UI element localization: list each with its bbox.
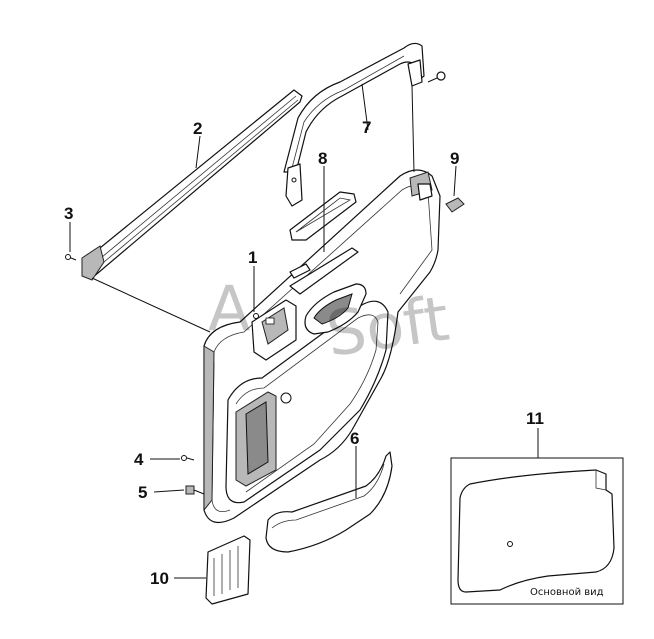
callout-10: 10: [150, 569, 169, 588]
part-6-armrest: [265, 451, 393, 553]
callout-9: 9: [450, 149, 459, 168]
part-9-cap: [445, 197, 465, 213]
inset-main-view: Основной вид: [450, 457, 624, 605]
callout-3: 3: [64, 204, 73, 223]
leader-lines: [69, 83, 539, 579]
watermark-text-a: A: [208, 272, 250, 345]
callout-4: 4: [134, 450, 144, 469]
callouts: 2 3 1 7 8 9 4 5 6 10 11: [64, 118, 544, 588]
callout-5: 5: [138, 483, 147, 502]
part-11-sound-insulator: [457, 469, 615, 593]
inset-caption: Основной вид: [530, 587, 604, 598]
callout-7: 7: [362, 118, 371, 137]
part-5-fastener: [185, 485, 205, 495]
part-4-clip: [181, 455, 195, 461]
callout-11: 11: [526, 409, 544, 428]
part-7-bolt: [427, 71, 446, 83]
callout-2: 2: [193, 119, 202, 138]
callout-1: 1: [248, 248, 257, 267]
callout-6: 6: [350, 429, 359, 448]
part-2-belt-strip: [81, 89, 303, 281]
part-7-frame-garnish: [283, 42, 425, 207]
part-1-screw: [253, 313, 259, 319]
watermark-text-soft: Soft: [322, 282, 453, 371]
part-10-cover-plate: [205, 535, 251, 605]
door-trim-panel: [203, 169, 441, 524]
callout-8: 8: [318, 149, 327, 168]
part-3-screw: [65, 254, 77, 261]
watermark: A Soft: [208, 272, 453, 371]
part-8-pull-handle: [289, 191, 357, 241]
